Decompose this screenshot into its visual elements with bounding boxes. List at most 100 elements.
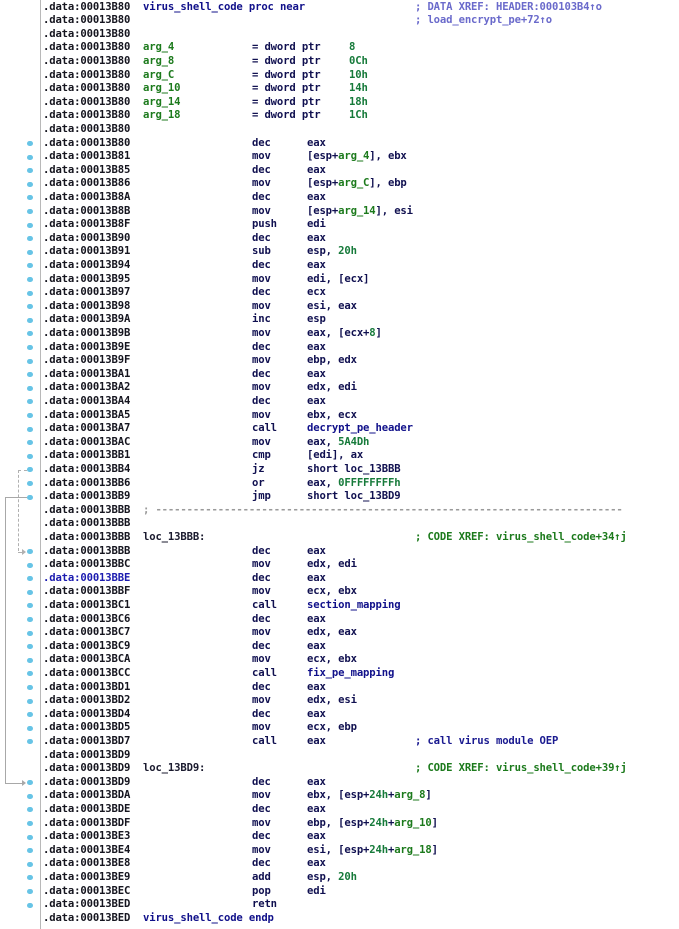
line-address[interactable]: .data:00013B80 bbox=[43, 27, 131, 40]
instruction-operand[interactable]: eax bbox=[307, 680, 326, 693]
line-address[interactable]: .data:00013BB1 bbox=[43, 449, 131, 462]
line-address[interactable]: .data:00013BEC bbox=[43, 884, 131, 897]
line-address[interactable]: .data:00013BC6 bbox=[43, 612, 131, 625]
stack-var-ref[interactable]: arg_18 bbox=[394, 843, 432, 856]
line-address[interactable]: .data:00013B80 bbox=[43, 122, 131, 135]
instruction-operand[interactable]: eax bbox=[307, 775, 326, 788]
instruction-operand[interactable]: edi, [ecx] bbox=[307, 272, 370, 285]
code-label[interactable]: virus_shell_code endp bbox=[143, 911, 274, 924]
instruction-operand[interactable]: eax bbox=[307, 136, 326, 149]
line-address[interactable]: .data:00013BE9 bbox=[43, 870, 131, 883]
instruction-operand[interactable]: eax bbox=[307, 544, 326, 557]
line-address[interactable]: .data:00013BCC bbox=[43, 666, 131, 679]
instruction-operand[interactable]: ebp, edx bbox=[307, 354, 357, 367]
line-address[interactable]: .data:00013BA7 bbox=[43, 422, 131, 435]
line-address[interactable]: .data:00013B8A bbox=[43, 190, 131, 203]
instruction-operand[interactable]: eax bbox=[307, 394, 326, 407]
line-address[interactable]: .data:00013BBF bbox=[43, 585, 131, 598]
stack-var-name[interactable]: arg_8 bbox=[143, 54, 175, 67]
line-address[interactable]: .data:00013BE3 bbox=[43, 830, 131, 843]
line-address[interactable]: .data:00013B95 bbox=[43, 272, 131, 285]
instruction-operand[interactable]: eax bbox=[307, 734, 326, 747]
line-address[interactable]: .data:00013BCA bbox=[43, 653, 131, 666]
line-address[interactable]: .data:00013BBB bbox=[43, 544, 131, 557]
instruction-operand[interactable]: esp, 20h bbox=[307, 245, 357, 259]
instruction-operand[interactable]: esp, 20h bbox=[307, 871, 357, 885]
instruction-operand[interactable]: fix_pe_mapping bbox=[307, 667, 394, 681]
line-address[interactable]: .data:00013B94 bbox=[43, 258, 131, 271]
line-address[interactable]: .data:00013BDE bbox=[43, 802, 131, 815]
instruction-operand[interactable]: short loc_13BD9 bbox=[307, 490, 401, 503]
instruction-operand[interactable]: edi bbox=[307, 884, 326, 897]
instruction-operand[interactable]: esp bbox=[307, 313, 326, 326]
listing-line[interactable]: .data:00013B80 bbox=[43, 28, 679, 42]
instruction-operand[interactable]: edx, eax bbox=[307, 626, 357, 639]
line-address[interactable]: .data:00013BBB bbox=[43, 503, 131, 516]
line-address[interactable]: .data:00013BD9 bbox=[43, 762, 131, 775]
line-address[interactable]: .data:00013B8B bbox=[43, 204, 131, 217]
line-address[interactable]: .data:00013BA5 bbox=[43, 408, 131, 421]
line-address[interactable]: .data:00013BD1 bbox=[43, 680, 131, 693]
instruction-operand[interactable]: eax, 5A4Dh bbox=[307, 436, 369, 450]
line-address[interactable]: .data:00013BC9 bbox=[43, 639, 131, 652]
line-address[interactable]: .data:00013BDA bbox=[43, 789, 131, 802]
line-address[interactable]: .data:00013BA2 bbox=[43, 381, 131, 394]
instruction-operand[interactable]: ebx, ecx bbox=[307, 408, 357, 421]
instruction-operand[interactable]: ecx, ebp bbox=[307, 721, 357, 734]
instruction-operand[interactable]: eax bbox=[307, 190, 326, 203]
line-address[interactable]: .data:00013B86 bbox=[43, 177, 131, 190]
instruction-operand[interactable]: eax bbox=[307, 707, 326, 720]
line-address[interactable]: .data:00013BB6 bbox=[43, 476, 131, 489]
line-address[interactable]: .data:00013B90 bbox=[43, 231, 131, 244]
listing-line[interactable]: .data:00013BBB; ------------------------… bbox=[43, 504, 679, 518]
listing-line[interactable]: .data:00013B80; load_encrypt_pe+72↑o bbox=[43, 14, 679, 28]
line-address[interactable]: .data:00013BD9 bbox=[43, 775, 131, 788]
line-address[interactable]: .data:00013BAC bbox=[43, 435, 131, 448]
stack-var-ref[interactable]: arg_14 bbox=[338, 204, 376, 217]
line-address[interactable]: .data:00013B80 bbox=[43, 54, 131, 67]
instruction-operand[interactable]: [esp+arg_14], esi bbox=[307, 205, 413, 219]
listing-line[interactable]: .data:00013B80 bbox=[43, 123, 679, 137]
line-address[interactable]: .data:00013BBE bbox=[43, 571, 131, 584]
instruction-operand[interactable]: ecx, ebx bbox=[307, 653, 357, 666]
line-address[interactable]: .data:00013B9E bbox=[43, 340, 131, 353]
instruction-operand[interactable]: eax, 0FFFFFFFFh bbox=[307, 477, 401, 491]
stack-var-name[interactable]: arg_C bbox=[143, 68, 175, 81]
line-address[interactable]: .data:00013B81 bbox=[43, 150, 131, 163]
